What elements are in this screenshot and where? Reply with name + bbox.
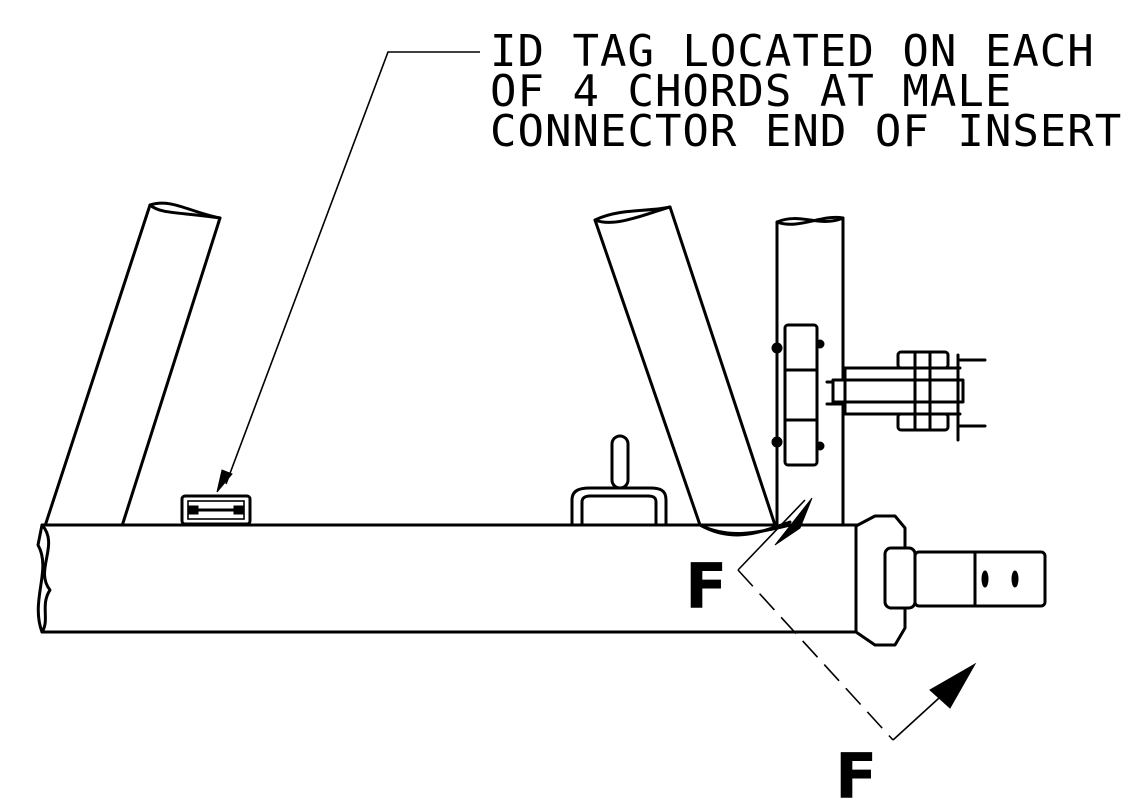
bottom-chord (36, 520, 860, 634)
post-bracket (771, 323, 845, 467)
leader-arrowhead (216, 469, 233, 493)
upper-section-line (737, 499, 806, 571)
id-tag (180, 494, 252, 526)
clamp-assembly (831, 350, 987, 442)
left-web-member (43, 201, 222, 528)
upper-section-arrow (774, 497, 813, 546)
section-label-upper: F (685, 550, 727, 623)
lower-section-arrow (929, 662, 977, 709)
note-line-3: CONNECTOR END OF INSERT (490, 106, 1122, 157)
male-connector (854, 514, 1047, 647)
note-line-1: ID TAG LOCATED ON EACH (490, 26, 1095, 77)
callout-note: ID TAG LOCATED ON EACH OF 4 CHORDS AT MA… (490, 26, 1122, 157)
section-cut (737, 497, 977, 741)
middle-web-member (593, 205, 777, 527)
note-line-2: OF 4 CHORDS AT MALE (490, 66, 1012, 117)
leader-line (216, 51, 480, 493)
section-label-lower: F (835, 740, 877, 805)
lifting-eye (570, 434, 668, 527)
section-cut-line (737, 569, 894, 741)
